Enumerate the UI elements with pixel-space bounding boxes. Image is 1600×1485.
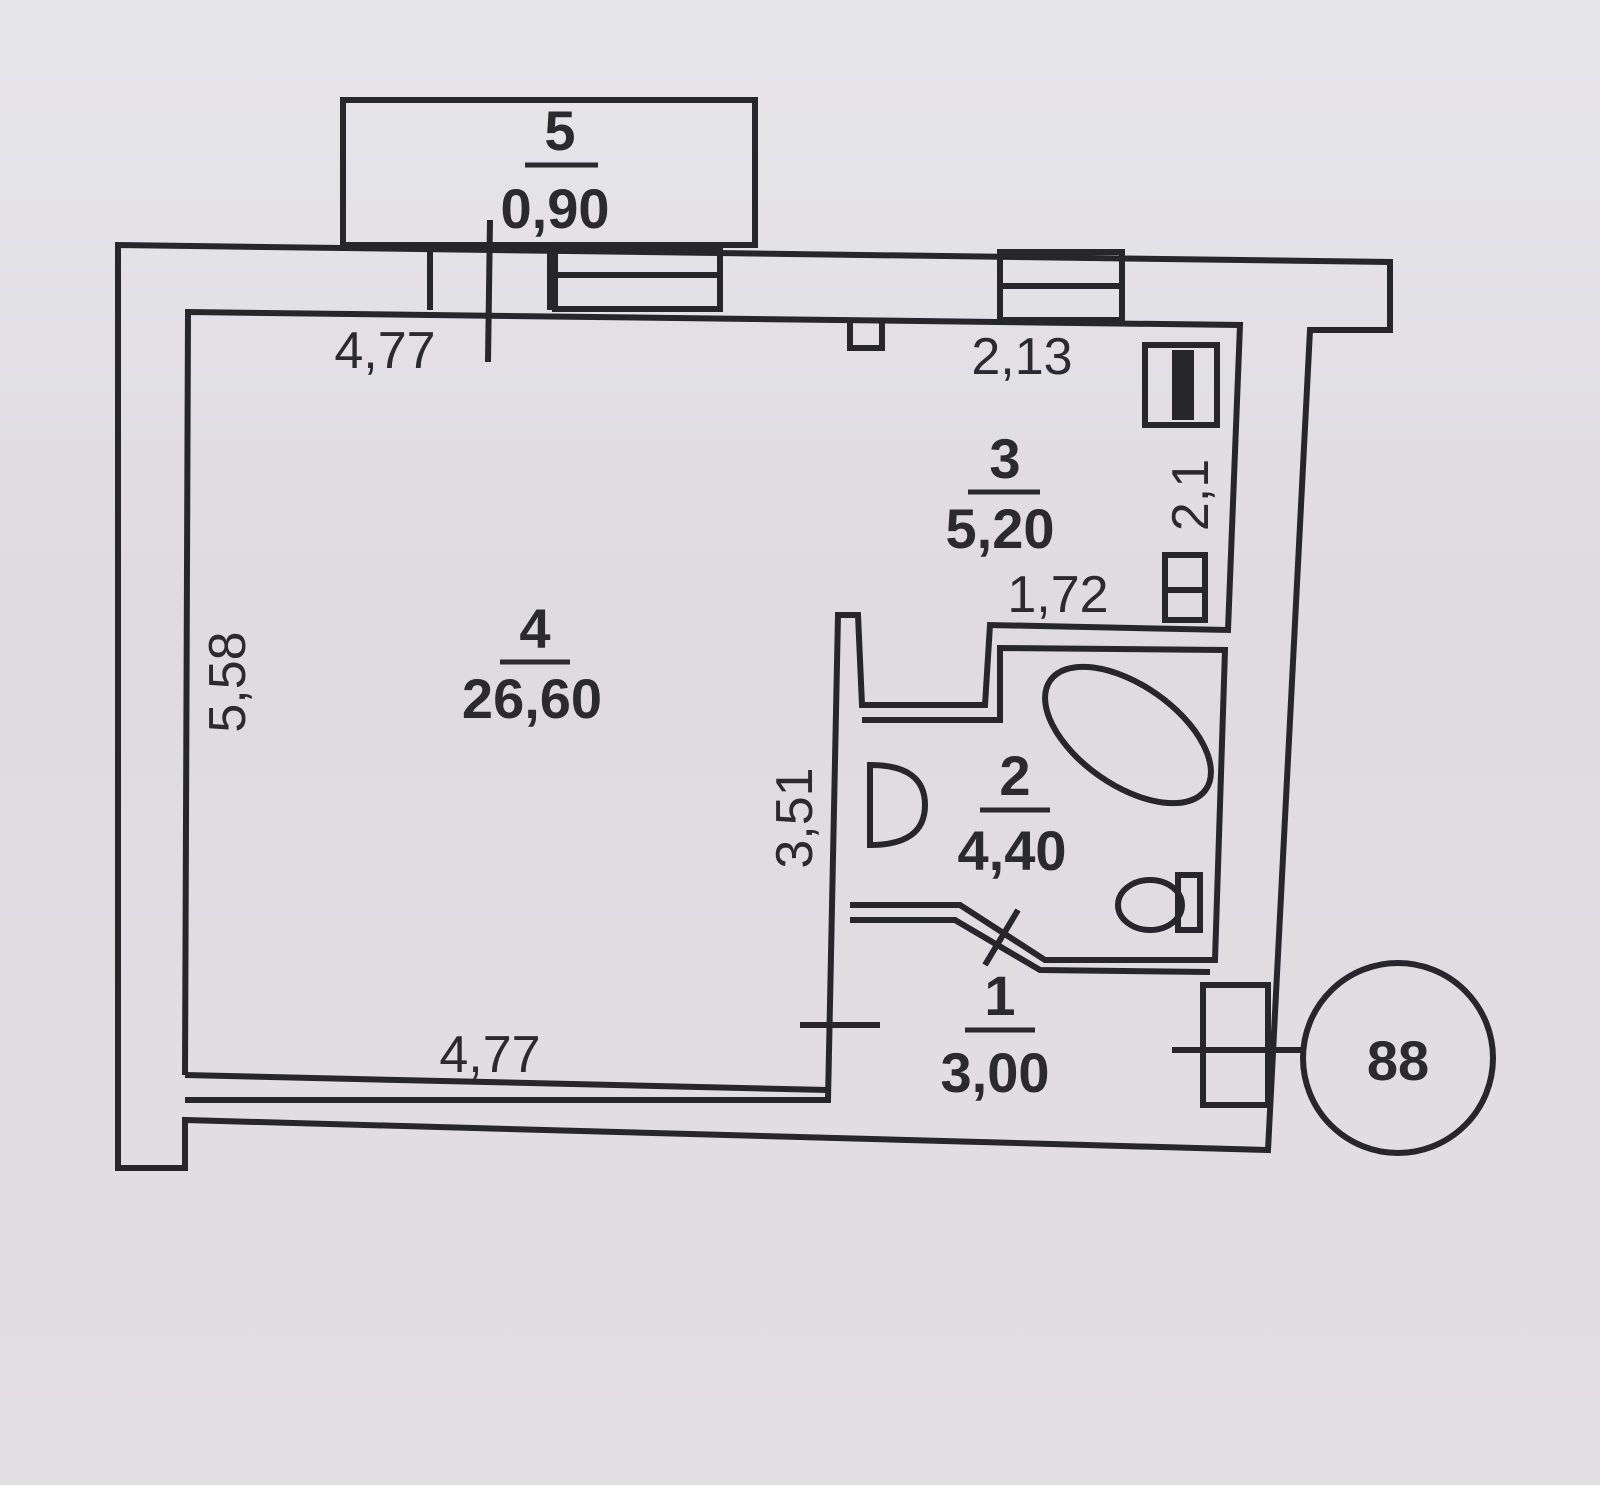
dimension-room3-bottom: 1,72 — [1007, 566, 1108, 624]
dimension-room4-left: 5,58 — [199, 631, 257, 732]
room-5-number: 5 — [544, 99, 575, 162]
stove-burner — [1172, 350, 1194, 420]
room-4-area: 26,60 — [462, 667, 602, 730]
stove-icon — [1142, 342, 1220, 428]
dimension-room4-top: 4,77 — [334, 322, 435, 380]
wall-line — [184, 1072, 829, 1093]
entrance-door — [1200, 982, 1271, 1108]
room-1-area: 3,00 — [941, 1041, 1050, 1104]
apartment-number: 88 — [1367, 1029, 1429, 1092]
washbasin-icon — [867, 761, 929, 849]
room-2-area: 4,40 — [958, 819, 1067, 882]
room-5-area: 0,90 — [501, 177, 610, 240]
room-2-number: 2 — [999, 744, 1030, 807]
toilet-tank — [1175, 872, 1203, 933]
toilet-icon — [1115, 877, 1185, 933]
interior-wall-line — [182, 308, 1244, 1103]
dimension-room4-bottom: 4,77 — [439, 1026, 540, 1084]
dimension-room3-right: 2,1 — [1162, 459, 1220, 531]
door-mark — [982, 908, 1021, 967]
apartment-number-circle — [1300, 960, 1496, 1156]
bathtub-icon — [1042, 663, 1214, 807]
dimension-room3-top: 2,13 — [971, 328, 1072, 386]
wall-niche — [847, 318, 885, 351]
room-1-number: 1 — [984, 964, 1015, 1027]
room-3-area: 5,20 — [946, 497, 1055, 560]
room-3-number: 3 — [989, 427, 1020, 490]
room-4-number: 4 — [519, 597, 550, 660]
dimension-leader — [485, 219, 493, 363]
exterior-wall — [115, 241, 1393, 1171]
bathroom-wall — [850, 644, 1229, 963]
dimension-partition: 3,51 — [766, 767, 824, 868]
